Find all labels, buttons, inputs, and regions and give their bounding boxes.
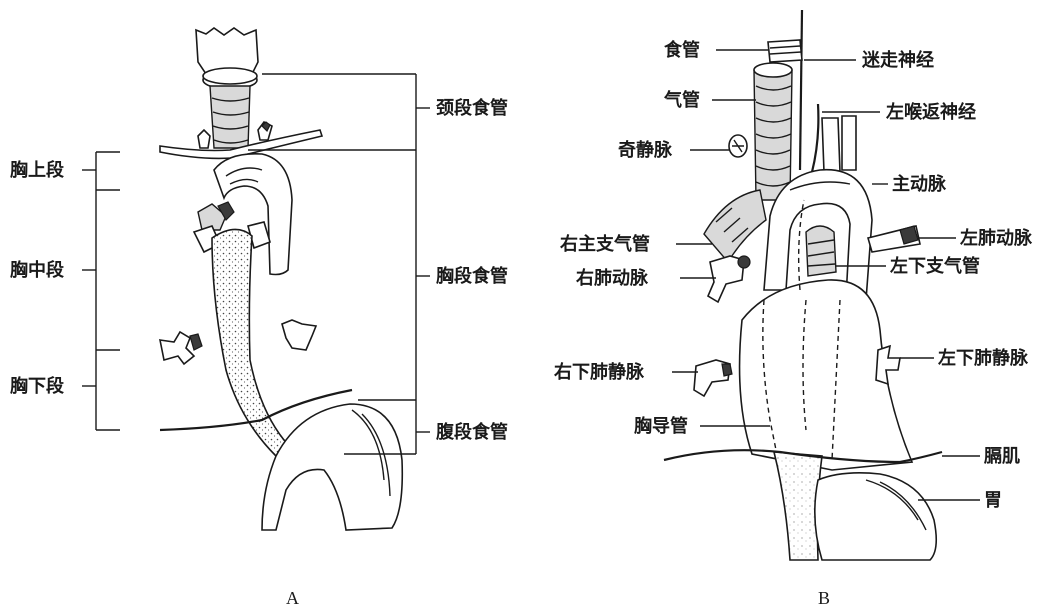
label-right-main-bronchus: 右主支气管: [560, 233, 650, 255]
label-left-inferior-pulmonary-vein: 左下肺静脉: [938, 347, 1029, 369]
label-right-pulmonary-artery: 右肺动脉: [576, 267, 649, 289]
label-esophagus: 食管: [663, 39, 700, 61]
label-abdominal-esophagus: 腹段食管: [436, 421, 508, 443]
label-left-recurrent-laryngeal-nerve: 左喉返神经: [886, 101, 976, 123]
panel-a: 胸上段 胸中段 胸下段 颈段食管 胸段食管 腹段食管 A: [10, 28, 508, 608]
label-stomach: 胃: [984, 490, 1002, 511]
panel-a-left-bracket: [82, 152, 120, 430]
label-left-lower-bronchus: 左下支气管: [890, 255, 980, 277]
label-thoracic-duct: 胸导管: [634, 415, 688, 437]
panel-a-illustration: [160, 28, 402, 530]
label-diaphragm: 膈肌: [983, 446, 1020, 467]
label-azygos-vein: 奇静脉: [618, 139, 673, 161]
label-lower-thoracic-segment: 胸下段: [10, 375, 65, 397]
label-vagus-nerve: 迷走神经: [861, 49, 934, 71]
label-left-pulmonary-artery: 左肺动脉: [960, 227, 1033, 249]
label-aorta: 主动脉: [892, 173, 947, 195]
label-middle-thoracic-segment: 胸中段: [10, 259, 65, 281]
label-trachea: 气管: [663, 89, 700, 111]
label-upper-thoracic-segment: 胸上段: [10, 159, 65, 181]
panel-a-letter: A: [286, 588, 299, 608]
label-thoracic-esophagus: 胸段食管: [436, 265, 508, 287]
panel-b-letter: B: [818, 588, 830, 608]
label-cervical-esophagus: 颈段食管: [435, 97, 508, 119]
panel-b-illustration: [664, 10, 942, 560]
label-right-inferior-pulmonary-vein: 右下肺静脉: [554, 361, 645, 383]
panel-b: 食管 迷走神经 气管 左喉返神经 奇静脉 主动脉 右主支气管 左肺动脉 右肺动脉…: [554, 10, 1033, 608]
